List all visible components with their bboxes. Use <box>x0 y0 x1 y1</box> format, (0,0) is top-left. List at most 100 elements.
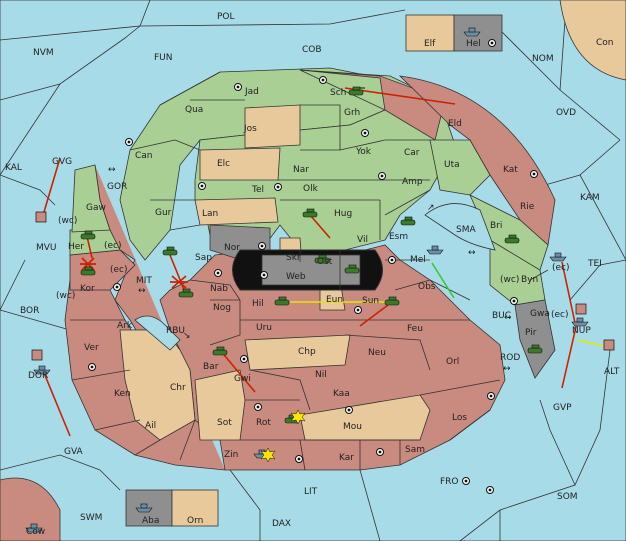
svg-text:Los: Los <box>452 413 467 423</box>
svg-text:Kaa: Kaa <box>333 389 350 399</box>
army-icon <box>80 230 96 240</box>
svg-text:Grh: Grh <box>344 108 360 118</box>
sea-connection-markers: ↔ ↔ ↘ ↗ ↔ ↔ ↔ <box>108 165 512 374</box>
svg-text:NOM: NOM <box>532 54 554 64</box>
region-mou[interactable] <box>299 394 431 441</box>
dislodged-icon <box>575 303 587 315</box>
army-icon <box>178 288 194 298</box>
svg-text:MVU: MVU <box>36 243 57 253</box>
fleet-icon <box>549 252 567 262</box>
svg-text:Jos: Jos <box>243 124 257 134</box>
svg-text:↔: ↔ <box>468 248 476 258</box>
svg-text:MIT: MIT <box>136 276 152 286</box>
svg-text:ROD: ROD <box>500 353 520 363</box>
svg-text:GVG: GVG <box>52 157 72 167</box>
region-eld[interactable] <box>398 75 556 246</box>
fleet-icon <box>33 365 51 375</box>
svg-text:Kar: Kar <box>339 453 354 463</box>
svg-text:Elc: Elc <box>217 159 230 169</box>
region-uta[interactable] <box>429 139 491 196</box>
svg-text:POL: POL <box>217 12 235 22</box>
svg-text:Ark: Ark <box>117 321 133 331</box>
svg-text:BOR: BOR <box>20 306 39 316</box>
destroyed-icon <box>170 275 188 289</box>
svg-text:Bar: Bar <box>203 362 219 372</box>
svg-text:↔: ↔ <box>504 313 512 323</box>
army-icon <box>384 296 400 306</box>
region-sma-channel[interactable] <box>424 203 496 251</box>
region-sch[interactable] <box>299 69 446 141</box>
svg-text:(ec): (ec) <box>104 241 122 251</box>
svg-text:Nab: Nab <box>210 284 228 294</box>
svg-text:Sot: Sot <box>217 418 232 428</box>
svg-text:(wc): (wc) <box>58 216 77 226</box>
svg-text:Eun: Eun <box>326 295 343 305</box>
svg-text:GOR: GOR <box>107 182 127 192</box>
svg-text:Rot: Rot <box>256 418 271 428</box>
fleet-icon <box>25 523 43 533</box>
svg-text:ALT: ALT <box>604 367 620 377</box>
svg-text:Ver: Ver <box>84 343 99 353</box>
svg-text:Con: Con <box>596 38 614 48</box>
region-labels: POL NVM FUN COB NOM Con Elf Hel OVD KAL … <box>5 12 620 537</box>
svg-text:Chr: Chr <box>170 383 186 393</box>
svg-text:RBU: RBU <box>166 326 185 336</box>
svg-text:Sun: Sun <box>362 296 379 306</box>
fleet-icon <box>426 245 444 255</box>
svg-text:Nar: Nar <box>293 165 309 175</box>
svg-text:Chp: Chp <box>298 347 316 357</box>
svg-text:Kor: Kor <box>80 284 95 294</box>
svg-text:COB: COB <box>302 45 322 55</box>
dislodged-icon <box>35 211 47 223</box>
svg-text:(ec): (ec) <box>551 310 569 320</box>
region-elc[interactable] <box>199 147 281 181</box>
army-icon <box>344 264 360 274</box>
region-chp[interactable] <box>244 334 351 371</box>
svg-text:↗: ↗ <box>427 203 435 213</box>
region-cow[interactable] <box>0 477 61 541</box>
army-icon <box>400 216 416 226</box>
army-icon <box>348 86 365 96</box>
svg-text:Nor: Nor <box>224 243 240 253</box>
svg-text:Cow: Cow <box>26 527 45 537</box>
region-sot[interactable] <box>194 369 246 441</box>
svg-text:Gaw: Gaw <box>86 203 106 213</box>
region-lan[interactable] <box>194 197 279 226</box>
svg-text:FRO: FRO <box>440 477 459 487</box>
svg-text:NUP: NUP <box>572 326 591 336</box>
svg-text:Sch: Sch <box>330 88 346 98</box>
svg-text:SOM: SOM <box>557 492 578 502</box>
region-pir[interactable] <box>514 299 556 379</box>
svg-text:Skr: Skr <box>286 253 301 263</box>
svg-text:Orn: Orn <box>187 516 203 526</box>
svg-text:Aba: Aba <box>142 516 159 526</box>
svg-text:SWM: SWM <box>80 513 102 523</box>
svg-text:Hel: Hel <box>466 39 481 49</box>
region-jos[interactable] <box>244 104 301 149</box>
svg-text:GVP: GVP <box>553 403 572 413</box>
svg-text:↔: ↔ <box>108 165 116 175</box>
svg-text:Jad: Jad <box>244 87 259 97</box>
support-orders <box>290 301 609 348</box>
region-rbu-channel[interactable] <box>134 315 181 351</box>
svg-text:Yok: Yok <box>355 147 372 157</box>
svg-text:Gwi: Gwi <box>234 374 251 384</box>
svg-text:LIT: LIT <box>304 487 318 497</box>
svg-text:KAM: KAM <box>580 193 600 203</box>
army-icon <box>302 208 318 218</box>
move-orders <box>41 87 579 437</box>
interior-borders <box>70 71 549 471</box>
region-orn[interactable] <box>171 489 219 527</box>
svg-text:Rie: Rie <box>520 202 535 212</box>
svg-text:Gwa: Gwa <box>530 309 550 319</box>
svg-text:Sap: Sap <box>195 253 212 263</box>
svg-text:Nil: Nil <box>315 370 327 380</box>
svg-text:Gur: Gur <box>155 208 172 218</box>
fleet-icon <box>135 503 153 513</box>
svg-text:Neu: Neu <box>368 348 386 358</box>
explosion-icon <box>290 409 306 425</box>
svg-text:SMA: SMA <box>456 225 476 235</box>
region-gaw[interactable] <box>71 164 111 233</box>
svg-text:Hug: Hug <box>334 209 352 219</box>
